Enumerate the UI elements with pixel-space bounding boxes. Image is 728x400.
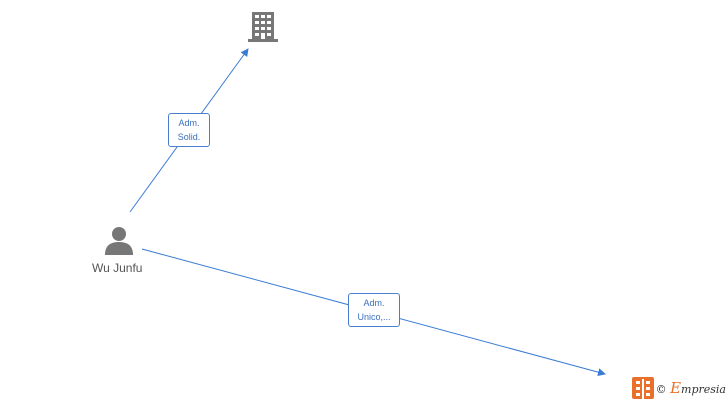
brand-name: mpresia	[681, 383, 726, 396]
watermark-text: © Empresia	[656, 379, 726, 397]
brand-initial: E	[670, 379, 682, 397]
empresia-watermark: © Empresia	[631, 376, 726, 400]
edge-label-line: Adm.	[363, 298, 385, 308]
edge-label-line: Solid.	[177, 132, 201, 142]
person-name-label[interactable]: Wu Junfu	[92, 261, 143, 275]
building-icon[interactable]	[248, 10, 278, 43]
edge-label-adm-unico: Adm. Unico,...	[348, 293, 400, 327]
building-logo-icon	[631, 377, 654, 399]
person-icon[interactable]	[105, 227, 133, 255]
edge-label-line: Unico,...	[357, 312, 391, 322]
copyright-symbol: ©	[655, 383, 667, 396]
edge-label-line: Adm.	[178, 118, 200, 128]
edge-label-adm-solid: Adm. Solid.	[168, 113, 210, 147]
